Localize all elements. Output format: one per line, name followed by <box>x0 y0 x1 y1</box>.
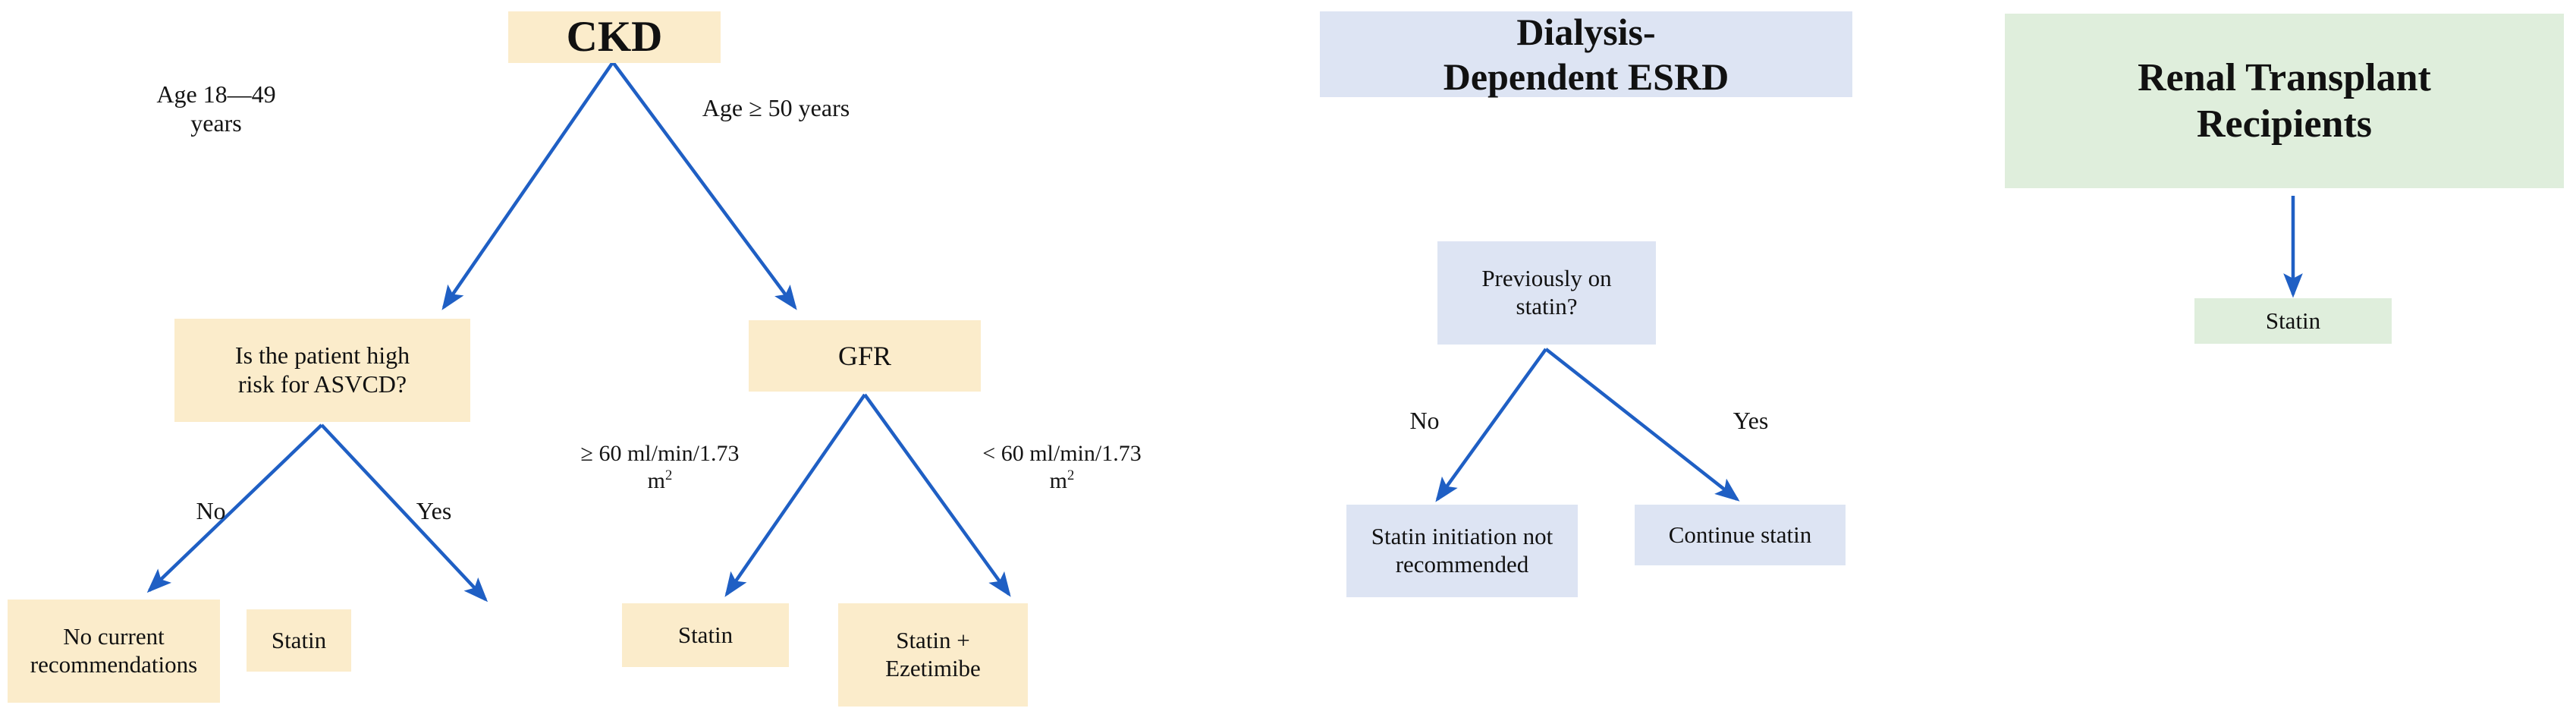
node-statin-initiation-not-recommended[interactable]: Statin initiation not recommended <box>1346 505 1578 597</box>
arrow-dialysis-yes <box>1544 348 1740 502</box>
node-statin-ezetimibe[interactable]: Statin + Ezetimibe <box>838 603 1028 707</box>
arrow-ckd-to-asvcd <box>441 61 614 310</box>
node-dialysis-question[interactable]: Previously on statin? <box>1437 241 1656 345</box>
node-statin-asvcd-yes[interactable]: Statin <box>247 609 351 672</box>
node-statin-gfr-high[interactable]: Statin <box>622 603 789 667</box>
node-asvcd-question[interactable]: Is the patient high risk for ASVCD? <box>174 319 470 422</box>
node-dialysis-root[interactable]: Dialysis- Dependent ESRD <box>1320 11 1852 98</box>
node-transplant-root[interactable]: Renal Transplant Recipients <box>2005 14 2564 188</box>
node-transplant-statin[interactable]: Statin <box>2194 298 2392 344</box>
edge-label-asvcd-yes: Yes <box>416 497 452 524</box>
edge-label-age-50-plus: Age ≥ 50 years <box>702 94 850 121</box>
edge-label-dialysis-yes: Yes <box>1733 407 1769 434</box>
node-gfr[interactable]: GFR <box>749 320 981 392</box>
edge-label-age-18-49: Age 18—49 years <box>156 80 276 137</box>
edge-label-dialysis-no: No <box>1409 407 1440 434</box>
node-no-current-recommendations[interactable]: No current recommendations <box>8 600 220 703</box>
node-continue-statin[interactable]: Continue statin <box>1635 505 1846 565</box>
edge-label-asvcd-no: No <box>196 497 226 524</box>
node-ckd-root[interactable]: CKD <box>508 11 721 63</box>
